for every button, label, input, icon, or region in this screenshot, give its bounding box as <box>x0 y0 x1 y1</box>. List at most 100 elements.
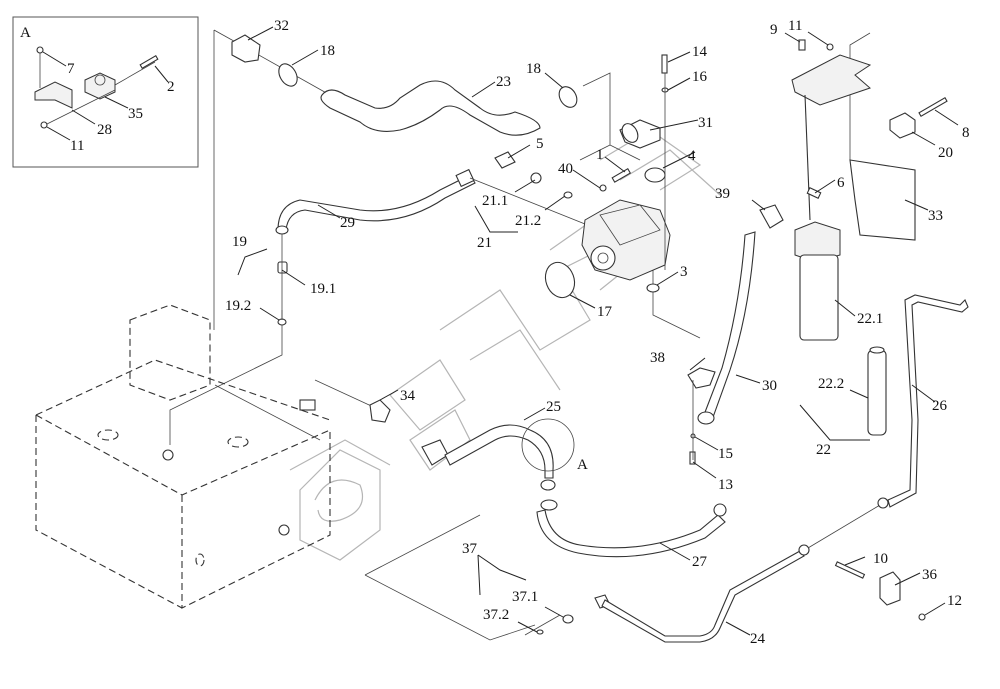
label-21-1: 21.1 <box>482 193 508 209</box>
label-14: 14 <box>692 44 708 60</box>
label-32: 32 <box>274 18 289 34</box>
label-22: 22 <box>816 442 831 458</box>
hose-27 <box>536 509 726 558</box>
hose-23 <box>320 80 541 136</box>
hose-29-end <box>275 225 289 235</box>
bolt-6 <box>806 187 822 199</box>
label-21: 21 <box>477 235 492 251</box>
fitting-32 <box>231 34 261 63</box>
label-1: 1 <box>596 147 604 163</box>
label-18b: 18 <box>526 61 541 77</box>
label-8: 8 <box>962 125 970 141</box>
bolt-13 <box>689 451 696 465</box>
seal-4 <box>644 167 666 183</box>
label-10: 10 <box>873 551 888 567</box>
label-19-1: 19.1 <box>310 281 336 297</box>
label-21-2: 21.2 <box>515 213 541 229</box>
label-22-1: 22.1 <box>857 311 883 327</box>
label-7: 7 <box>67 61 75 77</box>
label-6: 6 <box>837 175 845 191</box>
clamp-36 <box>879 571 901 606</box>
tubes-24-26 <box>536 294 969 643</box>
label-33: 33 <box>928 208 943 224</box>
label-19: 19 <box>232 234 247 250</box>
bolt-1 <box>611 168 632 183</box>
hydraulic-tank <box>35 304 331 609</box>
label-18a: 18 <box>320 43 335 59</box>
nut-11 <box>826 43 834 51</box>
valve-block <box>129 304 211 401</box>
hose-29 <box>277 174 476 231</box>
label-23: 23 <box>496 74 511 90</box>
label-5: 5 <box>536 136 544 152</box>
hose-30 <box>701 231 756 421</box>
hose-23-assembly <box>231 34 578 136</box>
label-24: 24 <box>750 631 766 647</box>
bracket-28 <box>34 81 73 109</box>
part-labels: 32 18 23 18 14 16 31 1 4 9 11 8 20 6 33 … <box>225 18 970 647</box>
label-20: 20 <box>938 145 953 161</box>
label-37-2: 37.2 <box>483 607 509 623</box>
label-36: 36 <box>922 567 938 583</box>
detail-marker-a: A <box>577 457 588 473</box>
label-11: 11 <box>70 138 84 154</box>
washer-40 <box>599 184 607 192</box>
label-37: 37 <box>462 541 478 557</box>
label-22-2: 22.2 <box>818 376 844 392</box>
tube-25 <box>444 424 554 479</box>
hose-29-assembly <box>275 151 601 326</box>
element-22-2 <box>867 349 887 436</box>
label-29: 29 <box>340 215 355 231</box>
tube-24 <box>601 550 805 643</box>
hose-25-27-assembly: A <box>369 399 727 558</box>
watermark-logo <box>289 129 721 561</box>
inset-detail-a: A 7 2 35 28 11 <box>12 16 199 168</box>
fitting-5 <box>494 151 516 169</box>
label-28: 28 <box>97 122 112 138</box>
bracket-and-filter <box>791 39 948 436</box>
clamp-18a <box>278 63 298 87</box>
label-17: 17 <box>597 304 613 320</box>
label-27: 27 <box>692 554 708 570</box>
label-38: 38 <box>650 350 665 366</box>
label-4: 4 <box>688 148 696 164</box>
label-19-2: 19.2 <box>225 298 251 314</box>
detail-circle-a <box>521 418 575 472</box>
label-39: 39 <box>715 186 730 202</box>
label-9: 9 <box>770 22 778 38</box>
nut-12 <box>918 613 926 621</box>
filter-22-1 <box>799 254 839 341</box>
seal-37-2 <box>536 629 544 635</box>
hydraulic-pump <box>544 54 671 299</box>
elbow-39 <box>759 204 784 229</box>
fitting-37-1 <box>562 614 574 624</box>
bolt-10 <box>834 561 866 579</box>
leader-lines <box>237 26 959 636</box>
label-30: 30 <box>762 378 777 394</box>
label-12: 12 <box>947 593 962 609</box>
bracket-33 <box>849 159 916 241</box>
clamp-35 <box>84 72 116 100</box>
seal-17 <box>544 261 576 299</box>
label-40: 40 <box>558 161 573 177</box>
label-16: 16 <box>692 69 708 85</box>
bracket-33-top <box>791 54 872 106</box>
label-25: 25 <box>546 399 561 415</box>
label-35: 35 <box>128 106 143 122</box>
tank-plug <box>162 449 174 461</box>
fitting-34 <box>369 399 391 423</box>
seal-3 <box>646 283 660 293</box>
label-31: 31 <box>698 115 713 131</box>
tube-26 <box>887 294 969 508</box>
label-34: 34 <box>400 388 416 404</box>
fitting-19-1 <box>277 261 288 274</box>
bolt-8 <box>918 97 948 117</box>
bolt-14 <box>661 54 668 74</box>
label-2: 2 <box>167 79 175 95</box>
label-11: 11 <box>788 18 802 34</box>
hose-30-end <box>697 411 715 425</box>
label-26: 26 <box>932 398 948 414</box>
inset-title: A <box>20 25 31 41</box>
clamp-20 <box>889 112 916 139</box>
